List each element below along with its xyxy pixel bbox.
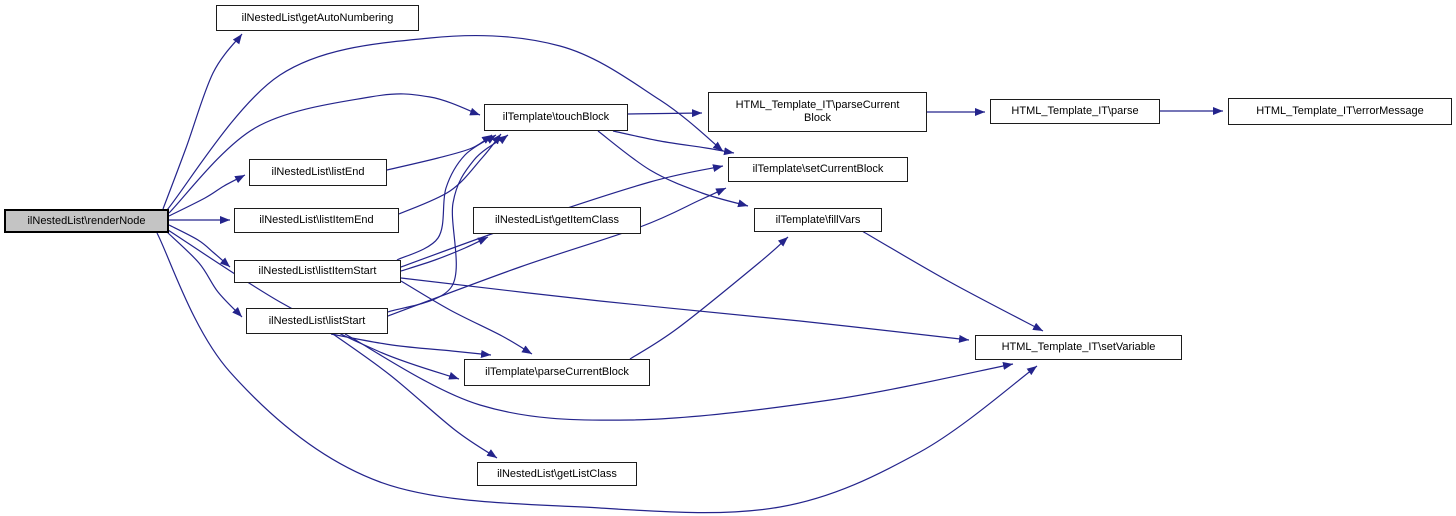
node-listEnd[interactable]: ilNestedList\listEnd xyxy=(249,159,387,186)
edge-touchBlock-parseCurrentBlockIT xyxy=(627,109,703,118)
edge-listItemEnd-touchBlock xyxy=(398,133,502,215)
edge-listStart-parseCurrentBlockIl xyxy=(330,333,492,358)
edge-renderNode-listStart xyxy=(166,231,243,318)
node-getItemClass[interactable]: ilNestedList\getItemClass xyxy=(473,207,641,234)
edge-renderNode-listItemStart xyxy=(168,224,231,268)
edge-renderNode-getAutoNumbering xyxy=(162,33,243,210)
edge-listItemStart-touchBlock xyxy=(396,134,497,261)
node-parseCurrentBlockIT[interactable]: HTML_Template_IT\parseCurrent Block xyxy=(708,92,927,132)
node-getListClass[interactable]: ilNestedList\getListClass xyxy=(477,462,637,486)
edge-listItemStart-parseCurrentBlockIl xyxy=(400,280,533,355)
edge-listStart-setVariable xyxy=(344,333,1014,421)
node-renderNode[interactable]: ilNestedList\renderNode xyxy=(4,209,169,233)
node-touchBlock[interactable]: ilTemplate\touchBlock xyxy=(484,104,628,131)
edge-parseCurrentBlockIl-fillVars xyxy=(629,236,789,360)
edge-fillVars-setVariable xyxy=(861,230,1044,332)
node-parseCurrentBlockIl[interactable]: ilTemplate\parseCurrentBlock xyxy=(464,359,650,386)
edge-renderNode-parseCurrentBlockIl xyxy=(167,229,460,380)
edge-listItemStart-getItemClass xyxy=(400,236,489,272)
edge-renderNode-touchBlock xyxy=(168,93,481,214)
node-listStart[interactable]: ilNestedList\listStart xyxy=(246,308,388,334)
edge-listStart-getListClass xyxy=(332,333,498,459)
node-parse[interactable]: HTML_Template_IT\parse xyxy=(990,99,1160,124)
node-getAutoNumbering[interactable]: ilNestedList\getAutoNumbering xyxy=(216,5,419,31)
edge-listItemStart-setVariable xyxy=(400,277,970,343)
node-fillVars[interactable]: ilTemplate\fillVars xyxy=(754,208,882,232)
node-errorMessage[interactable]: HTML_Template_IT\errorMessage xyxy=(1228,98,1452,125)
node-setCurrentBlock[interactable]: ilTemplate\setCurrentBlock xyxy=(728,157,908,182)
node-listItemEnd[interactable]: ilNestedList\listItemEnd xyxy=(234,208,399,233)
edge-touchBlock-setCurrentBlock xyxy=(612,130,735,156)
node-setVariable[interactable]: HTML_Template_IT\setVariable xyxy=(975,335,1182,360)
edge-touchBlock-fillVars xyxy=(597,130,749,208)
edge-listEnd-touchBlock xyxy=(386,134,493,171)
node-listItemStart[interactable]: ilNestedList\listItemStart xyxy=(234,260,401,283)
